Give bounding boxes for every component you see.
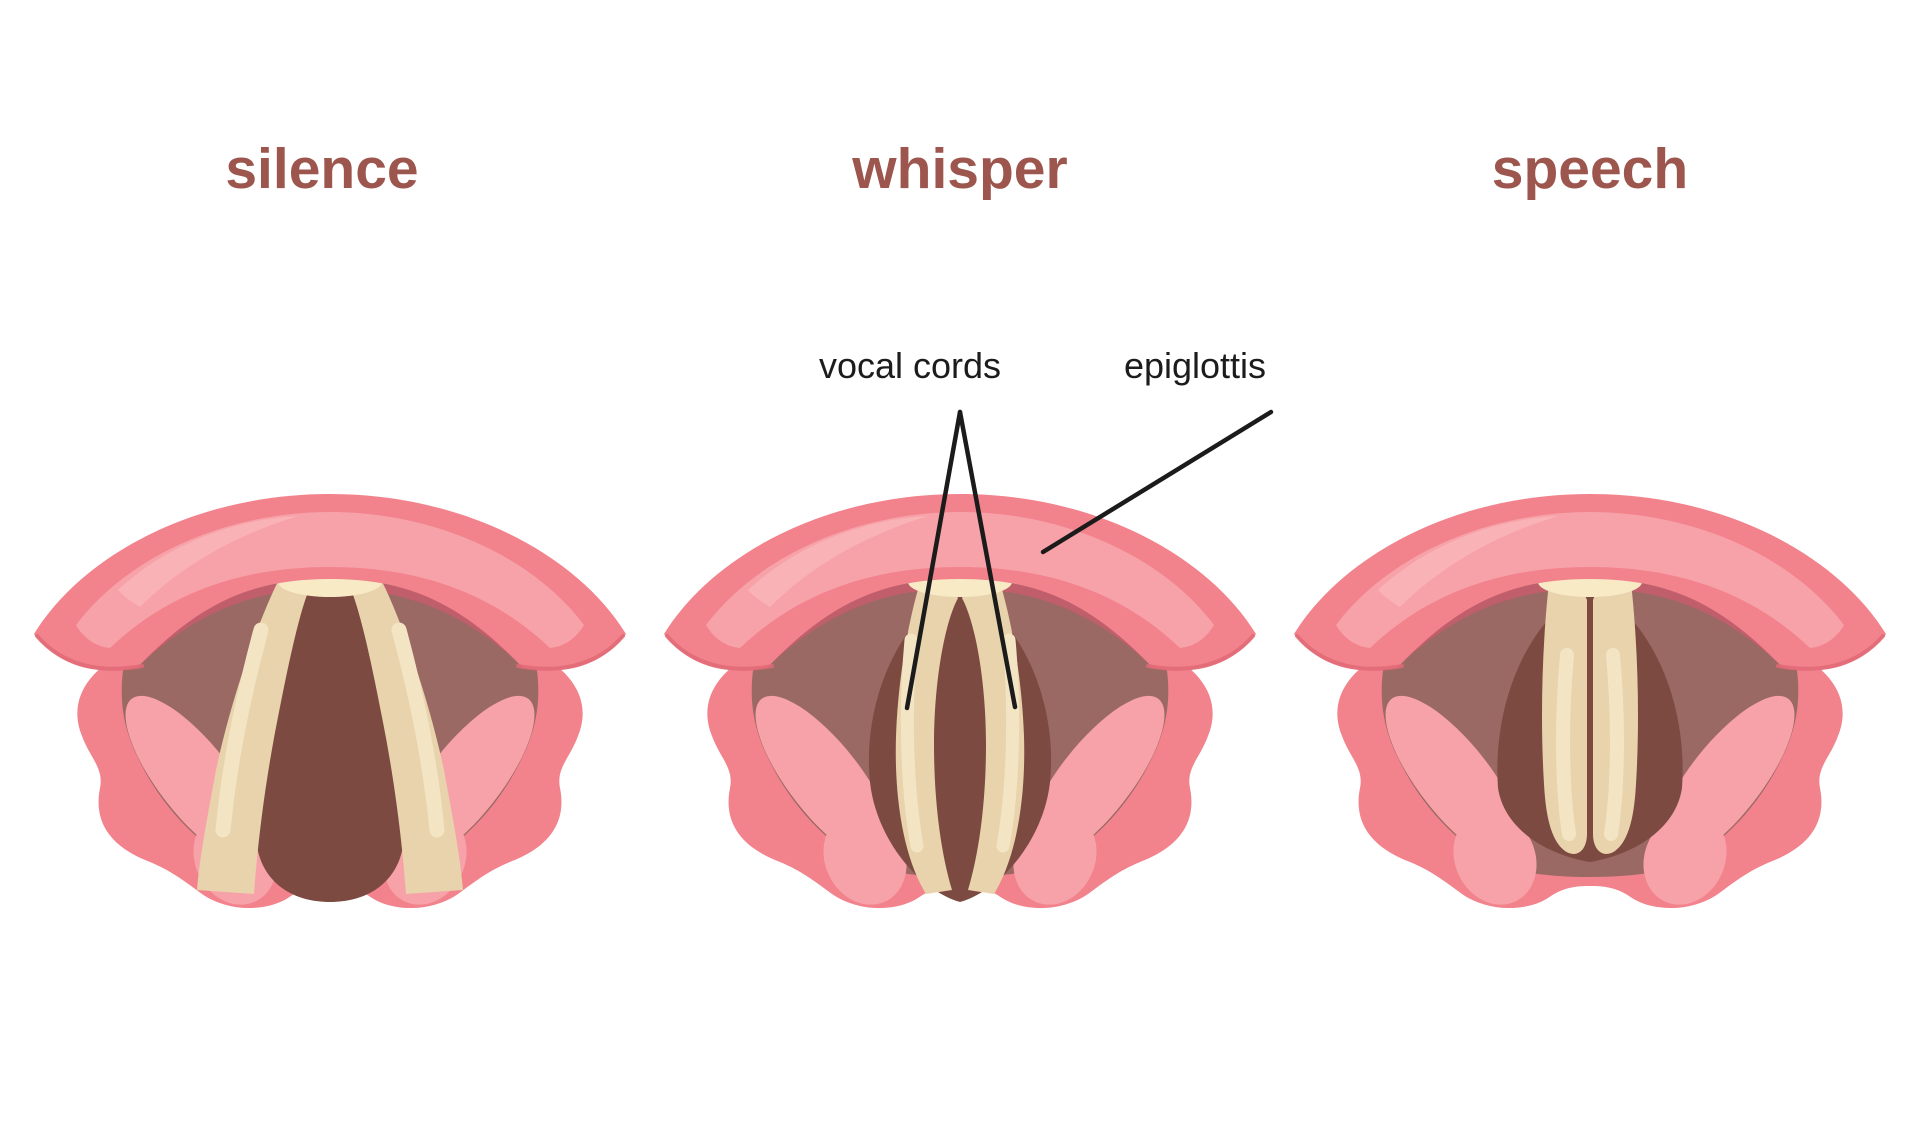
vocal-cord-left-highlight — [215, 622, 269, 838]
panel-title-silence: silence — [225, 137, 419, 201]
panel-title-whisper: whisper — [852, 137, 1068, 201]
larynx-illustration-silence — [32, 492, 628, 910]
vocal-cord-right-highlight — [391, 622, 445, 838]
panel-title-speech: speech — [1491, 137, 1689, 201]
glottis-opening-silence — [255, 588, 405, 902]
label-vocal-cords: vocal cords — [818, 345, 1002, 386]
larynx-illustration-speech — [1292, 492, 1888, 910]
label-epiglottis: epiglottis — [1123, 345, 1267, 386]
larynx-illustration-whisper — [662, 492, 1258, 910]
vocal-cord-right-highlight — [1604, 648, 1624, 841]
vocal-cord-left-highlight — [1556, 648, 1576, 841]
